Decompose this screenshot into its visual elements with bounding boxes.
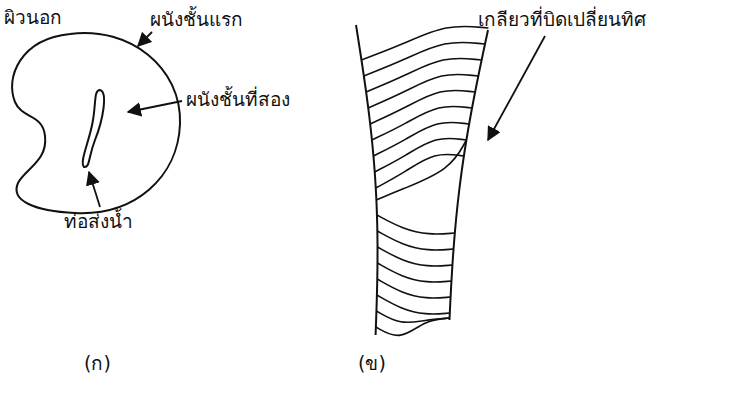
fiber-strand [377, 215, 455, 234]
fiber-strand [377, 231, 453, 250]
twist-reversal-label: เกลียวที่บิดเปลี่ยนทิศ [478, 8, 646, 31]
secondary-wall-label: ผนังชั้นที่สอง [186, 88, 290, 111]
leader-line [488, 36, 545, 140]
primary-wall-label: ผนังชั้นแรก [150, 8, 243, 31]
panel-label: (ก) [84, 352, 111, 375]
fiber-edge [449, 30, 488, 320]
fiber-strand [376, 311, 449, 322]
leader-line [128, 101, 182, 112]
fiber-strand [377, 263, 451, 282]
fiber-strand [377, 295, 450, 314]
fiber-strand [376, 140, 466, 200]
fiber-strand [376, 154, 464, 188]
outer-surface-label: ผิวนอก [4, 6, 62, 29]
leader-line [89, 172, 100, 207]
twisted-fiber [356, 25, 488, 335]
leader-line [138, 32, 152, 46]
lumen-label: ท่อส่งน้ำ [64, 210, 133, 233]
lumen [83, 90, 104, 167]
fiber-strand [378, 247, 453, 266]
fiber-strand [376, 318, 450, 335]
fiber-cross-section [12, 33, 180, 213]
fiber-strand [377, 279, 450, 298]
panel-label: (ข) [358, 352, 386, 375]
